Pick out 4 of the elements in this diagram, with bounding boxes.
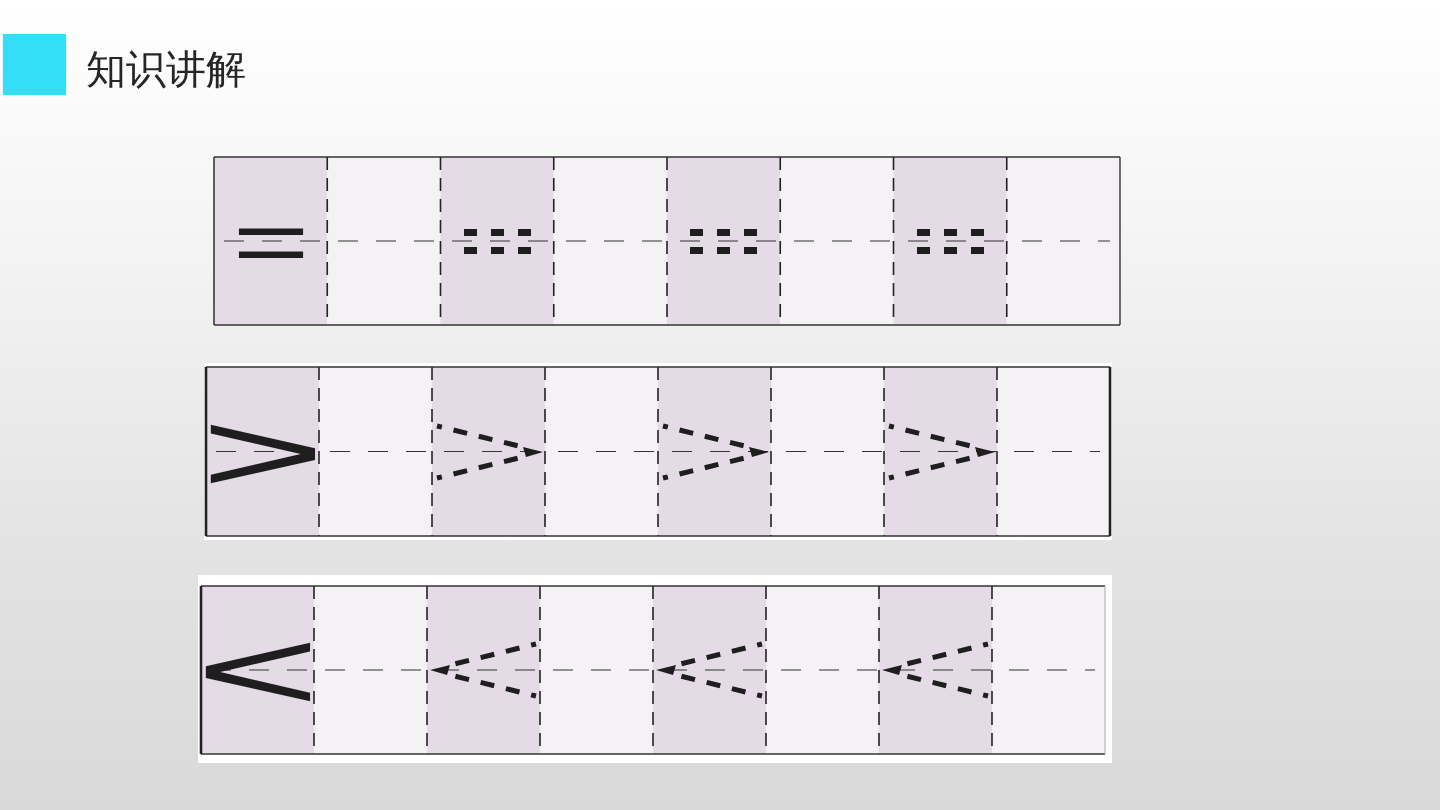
slide-title: 知识讲解 — [86, 45, 246, 93]
example-symbol: = — [232, 196, 310, 286]
example-symbol: < — [194, 612, 321, 728]
example-symbol: > — [199, 393, 326, 510]
